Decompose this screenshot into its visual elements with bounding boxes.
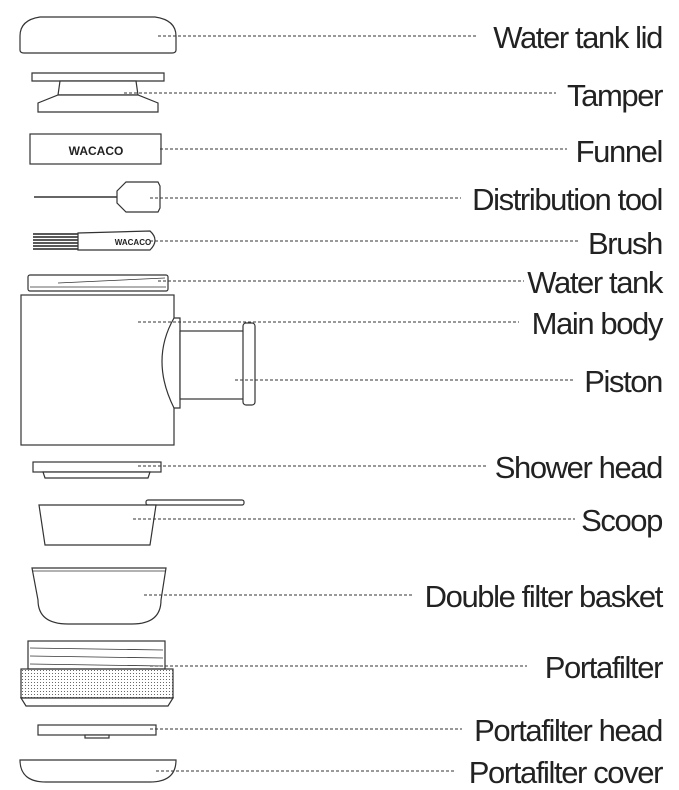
water-tank-lid-illustration: [19, 16, 177, 54]
label-portafilter-cover: Portafilter cover: [469, 755, 663, 790]
label-water-tank-lid: Water tank lid: [493, 20, 662, 55]
portafilter-cover-illustration: [19, 759, 177, 783]
label-tamper: Tamper: [567, 78, 663, 113]
main-body-illustration: [20, 294, 181, 446]
label-funnel: Funnel: [576, 134, 662, 169]
label-portafilter: Portafilter: [545, 650, 663, 685]
double-filter-basket-illustration: [31, 567, 167, 625]
label-water-tank: Water tank: [527, 265, 664, 300]
shower-head-illustration: [32, 461, 162, 479]
portafilter-head-illustration: [37, 724, 157, 739]
label-portafilter-head: Portafilter head: [474, 713, 662, 748]
label-scoop: Scoop: [581, 503, 662, 538]
label-double-filter-basket: Double filter basket: [425, 579, 664, 614]
label-brush: Brush: [588, 226, 662, 261]
leader-lines: [124, 35, 580, 772]
water-tank-illustration: [27, 274, 169, 292]
piston-illustration: [179, 322, 256, 406]
part-labels: Water tank lid Tamper Funnel Distributio…: [425, 20, 666, 790]
funnel-illustration: WACACO: [29, 133, 162, 165]
label-distribution-tool: Distribution tool: [472, 182, 662, 217]
portafilter-illustration: [19, 640, 175, 707]
label-main-body: Main body: [532, 306, 664, 341]
brush-illustration: WACACO: [33, 230, 156, 251]
distribution-tool-illustration: [34, 181, 161, 213]
funnel-brand-mark: WACACO: [69, 144, 124, 158]
tamper-illustration: [31, 72, 165, 113]
label-shower-head: Shower head: [495, 450, 662, 485]
brush-brand-mark: WACACO: [115, 238, 151, 247]
label-piston: Piston: [584, 364, 662, 399]
scoop-illustration: [38, 499, 245, 546]
